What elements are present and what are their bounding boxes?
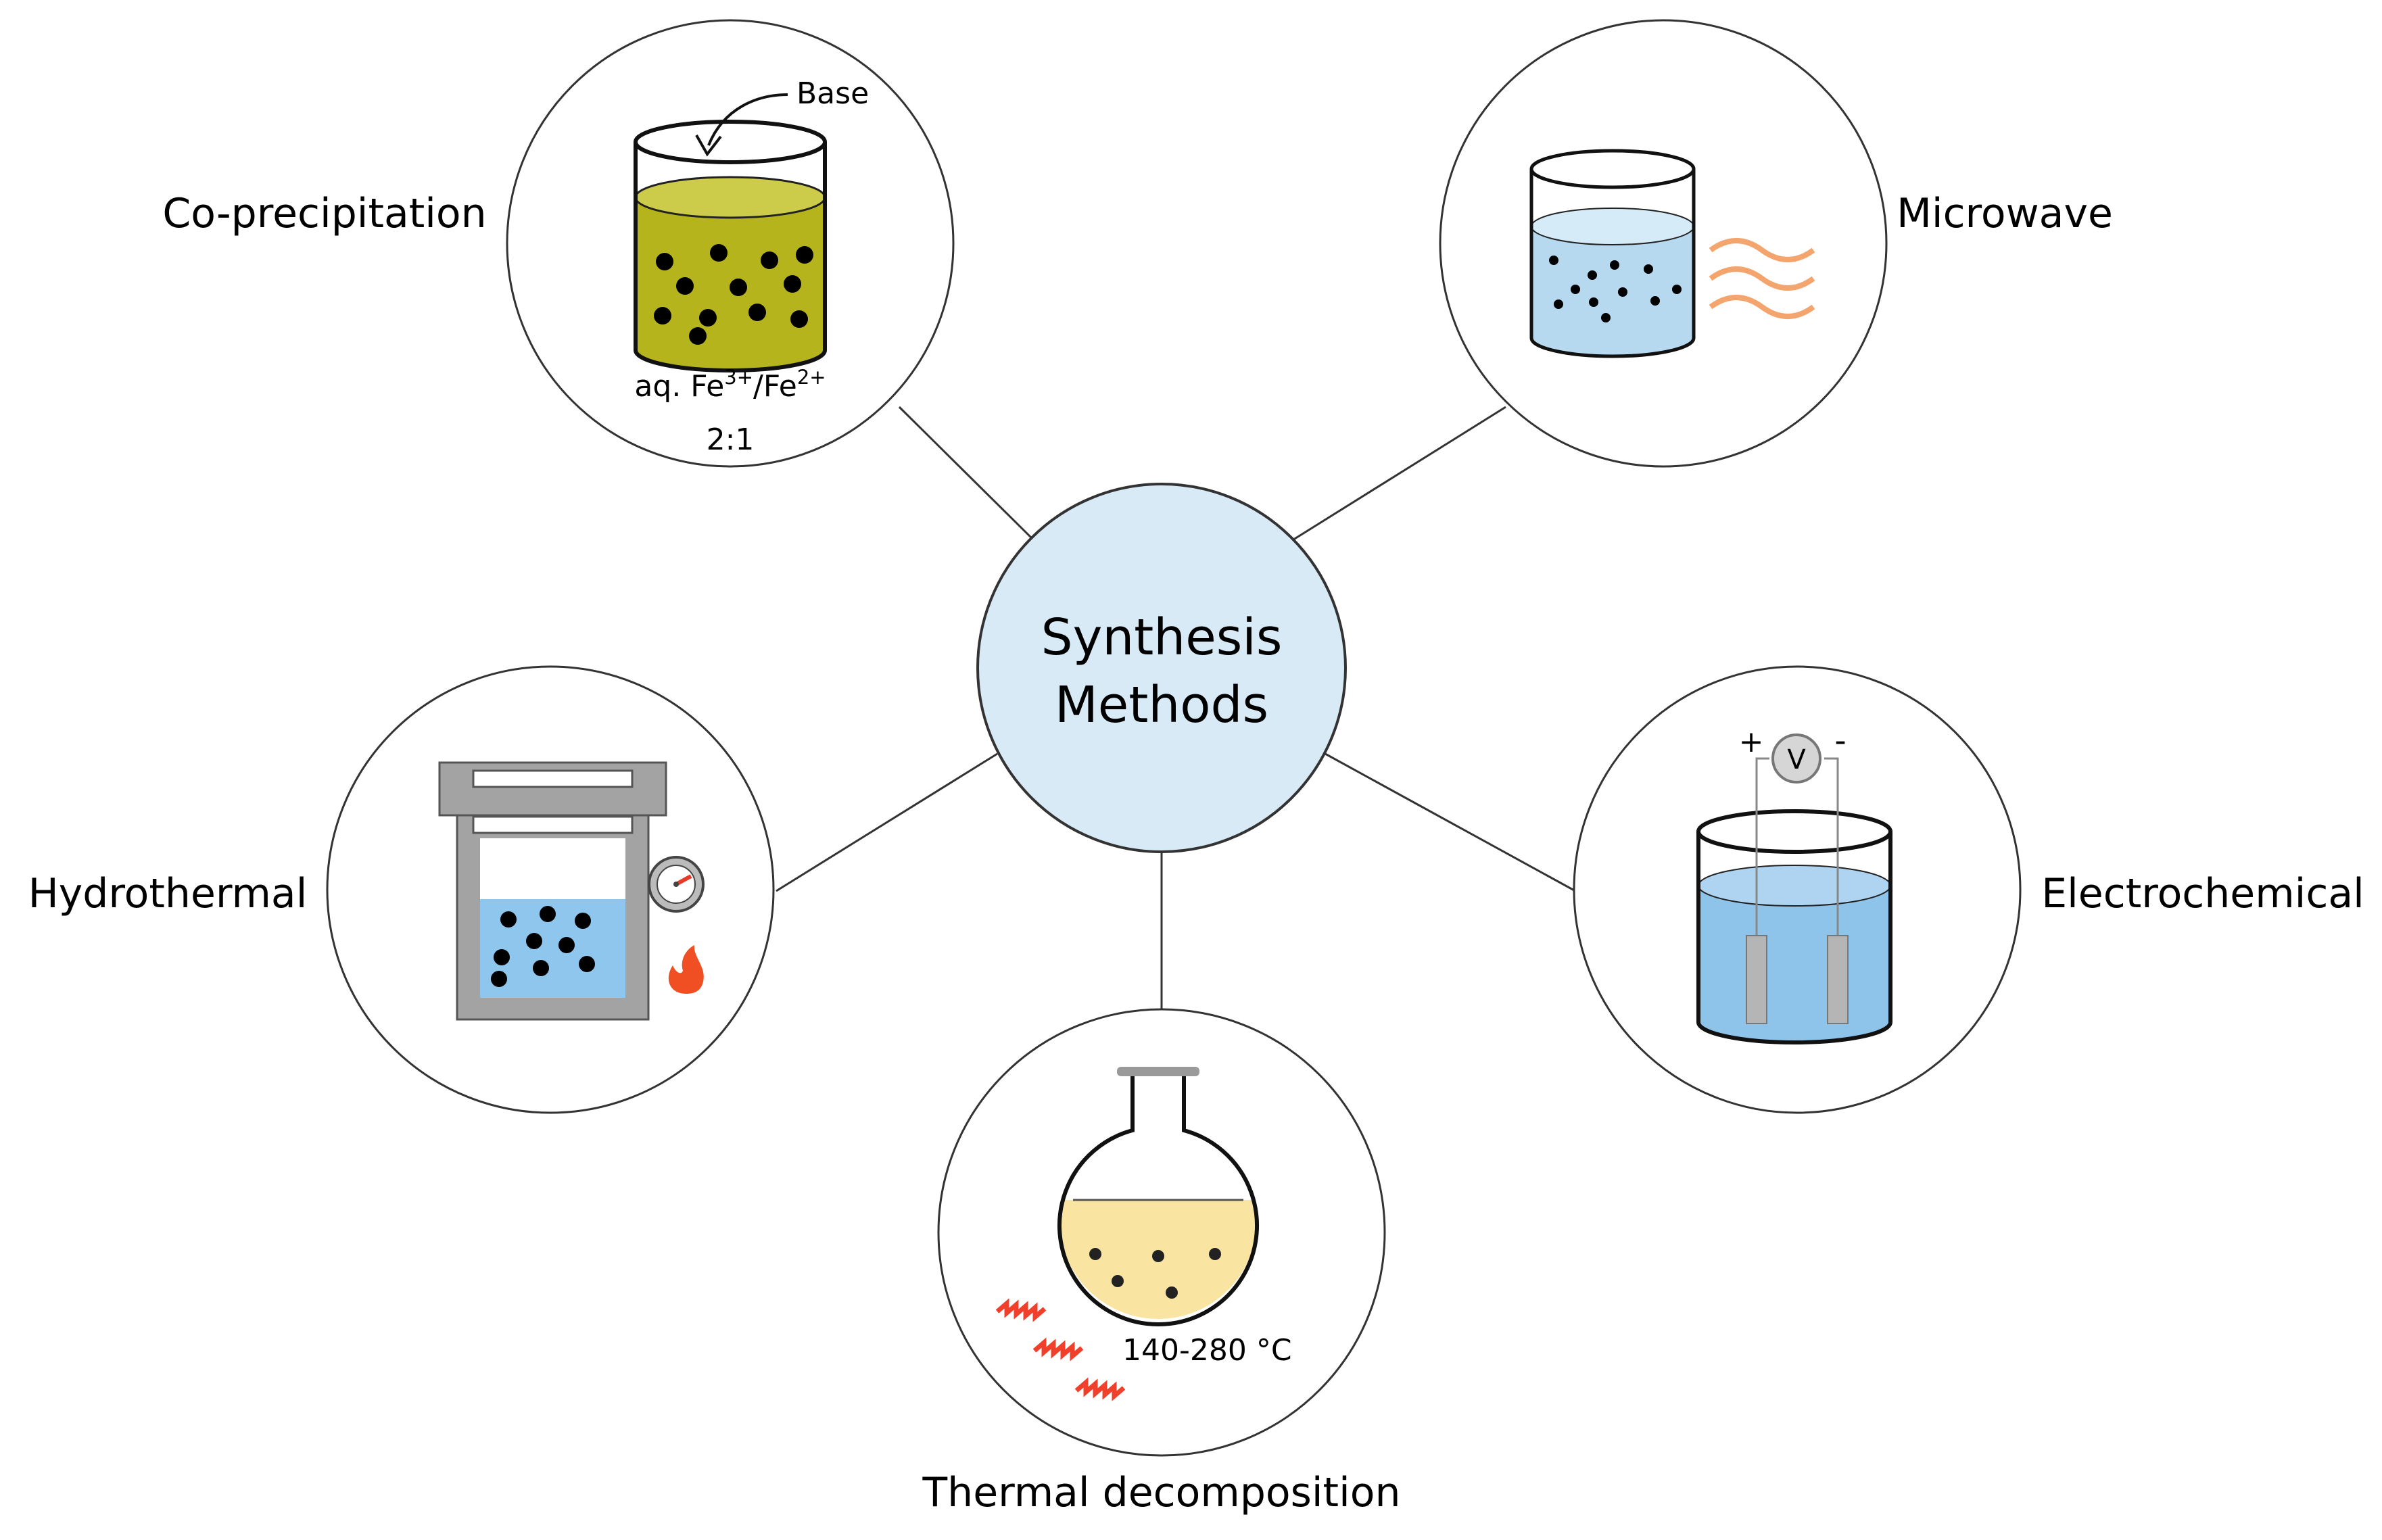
method-co-precipitation: Co-precipitation Base aq. Fe3+/Fe2+ 2:1 [162,19,955,468]
temperature-label: 140-280 °C [1122,1333,1292,1368]
solution-label: aq. Fe3+/Fe2+ [634,366,826,404]
electrolysis-cell-icon [1696,757,1892,1044]
wires [1755,757,1839,936]
particles [1089,1248,1221,1299]
connector-hydrothermal [776,752,998,892]
center-node: Synthesis Methods [976,483,1347,853]
autoclave-icon [438,761,667,1021]
connector-electrochemical [1325,752,1576,892]
center-circle [976,483,1347,853]
connector-microwave [1291,406,1506,542]
center-title-line1: Synthesis [1041,608,1283,667]
voltmeter-symbol: V [1787,744,1806,775]
particles [1549,256,1682,322]
center-title-line2: Methods [1055,676,1268,734]
method-thermal-decomposition: Thermal decomposition 140-280 °C [922,1008,1401,1516]
beaker-icon [634,120,827,372]
minus-terminal-label: - [1834,722,1846,760]
particles [654,244,813,345]
method-hydrothermal: Hydrothermal [28,665,775,1114]
base-arrow-icon [695,93,788,157]
flame-icon [668,945,704,994]
heat-waves-icon [995,1298,1126,1401]
electrochemical-label: Electrochemical [2041,870,2364,917]
thermal-decomposition-label: Thermal decomposition [922,1469,1401,1516]
pressure-gauge-icon [648,856,705,913]
hydrothermal-label: Hydrothermal [28,870,308,917]
method-microwave: Microwave [1439,19,2113,468]
connector-co-precipitation [898,406,1036,542]
round-bottom-flask-icon [1057,1067,1259,1326]
electrode-negative [1827,935,1849,1024]
base-label: Base [796,76,869,111]
co-precipitation-label: Co-precipitation [162,190,486,237]
method-electrochemical: Electrochemical V + - [1573,665,2364,1114]
connector-lines [776,406,1576,1014]
microwave-waves-icon [1709,238,1815,319]
electrode-positive [1746,935,1767,1024]
microwave-label: Microwave [1897,190,2113,237]
voltmeter-icon: V [1771,733,1821,784]
plus-terminal-label: + [1739,725,1764,759]
particles [491,906,595,987]
beaker-icon [1529,149,1696,358]
ratio-label: 2:1 [707,423,755,457]
